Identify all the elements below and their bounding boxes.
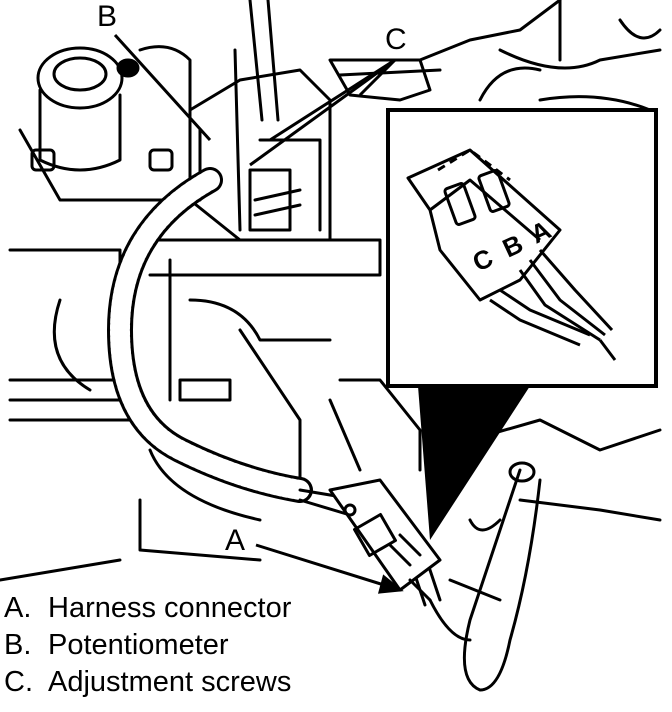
harness-connector	[328, 478, 442, 602]
legend-item-b: B. Potentiometer	[4, 627, 291, 664]
leader-c-3	[358, 58, 397, 97]
legend-item-a: A. Harness connector	[4, 590, 291, 627]
leader-c-2	[249, 58, 396, 167]
legend-text: Potentiometer	[48, 629, 229, 661]
legend-item-c: C. Adjustment screws	[4, 664, 291, 701]
egr-valve	[18, 45, 202, 202]
legend-key: C.	[4, 666, 33, 698]
connector-detail-inset: C B A	[386, 108, 658, 388]
legend-text: Harness connector	[48, 592, 292, 624]
callout-b: B	[97, 0, 118, 33]
callout-a: A	[225, 524, 246, 557]
leader-a	[255, 543, 401, 592]
leader-b	[113, 33, 212, 142]
legend-key: A.	[4, 592, 32, 624]
legend-text: Adjustment screws	[48, 666, 292, 698]
vacuum-line	[428, 418, 662, 692]
callout-c: C	[385, 23, 407, 56]
legend: A. Harness connector B. Potentiometer C. Ad…	[4, 590, 291, 701]
throttle-body	[188, 0, 332, 242]
inset-pointer	[418, 386, 530, 540]
legend-key: B.	[4, 629, 32, 661]
